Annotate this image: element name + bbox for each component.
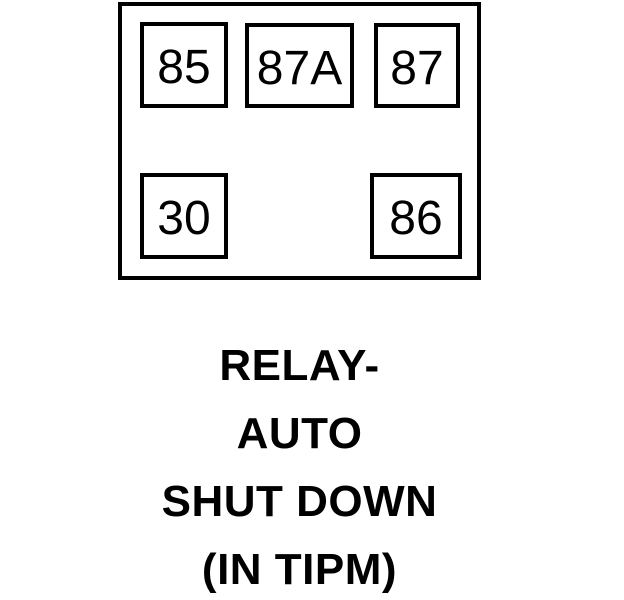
caption-line-shut-down: SHUT DOWN [161,477,438,526]
relay-pin-86: 86 [370,173,462,259]
relay-pin-87a: 87A [245,23,354,108]
relay-pin-85: 85 [140,22,228,108]
relay-caption: RELAY- AUTO SHUT DOWN (IN TIPM) [118,332,481,600]
relay-pin-87: 87 [374,23,460,108]
relay-pin-87-label: 87 [390,41,444,95]
caption-line-in-tipm: (IN TIPM) [201,545,398,594]
relay-body-outline: 85 87A 87 30 86 [118,2,481,280]
relay-pin-30-label: 30 [157,192,211,245]
relay-pin-87a-label: 87A [256,41,343,95]
relay-pin-30: 30 [140,173,228,259]
relay-pin-85-label: 85 [157,41,211,94]
caption-line-auto: AUTO [236,409,363,458]
caption-line-relay: RELAY- [219,341,380,390]
relay-pin-86-label: 86 [389,192,443,245]
